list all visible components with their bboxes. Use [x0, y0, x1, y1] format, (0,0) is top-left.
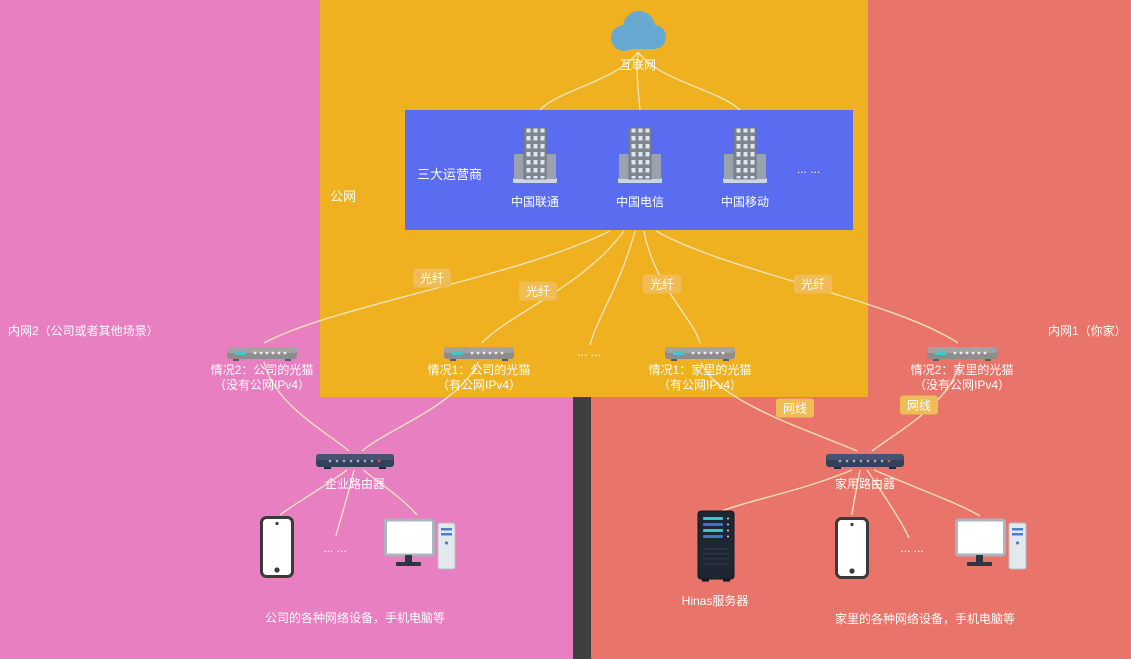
- fiber-badge: 光纤: [642, 274, 682, 294]
- fiber-badge: 光纤: [412, 268, 452, 288]
- carrier-unicom: 中国联通: [487, 126, 583, 210]
- phone-icon: [260, 516, 294, 583]
- modem-label: 情况1：公司的光猫 （有公网IPv4）: [427, 363, 531, 392]
- cable-badge: 网线: [775, 398, 815, 418]
- server-label: Hinas服务器: [681, 594, 749, 608]
- region-label-intranet2: 内网2（公司或者其他场景）: [8, 324, 159, 338]
- carrier-label: 中国联通: [510, 195, 559, 209]
- modem-label: 情况2：家里的光猫 （没有公网IPv4）: [910, 363, 1014, 392]
- modem-ellipsis: ... ...: [577, 345, 601, 359]
- modem-icon-company-1: [444, 344, 514, 367]
- modem-icon-company-2: [227, 344, 297, 367]
- building-icon: [618, 127, 662, 183]
- desktop-icon: [384, 515, 458, 582]
- fiber-badge: 光纤: [793, 274, 833, 294]
- modem-label: 情况1：家里的光猫 （有公网IPv4）: [648, 363, 752, 392]
- region-label-intranet1: 内网1（你家）: [1048, 324, 1127, 338]
- public-label: 公网: [330, 189, 357, 204]
- carrier-label: 中国电信: [615, 195, 664, 209]
- enterprise-router-icon: [316, 450, 394, 475]
- enterprise-router-label: 企业路由器: [324, 477, 386, 491]
- modem-icon-home-1: [665, 344, 735, 367]
- modem-icon-home-2: [927, 344, 997, 367]
- building-icon: [723, 127, 767, 183]
- carrier-mobile: 中国移动: [697, 126, 793, 210]
- modem-label: 情况2：公司的光猫 （没有公网IPv4）: [210, 363, 314, 392]
- fiber-badge: 光纤: [518, 281, 558, 301]
- device-ellipsis: ... ...: [323, 541, 347, 555]
- internet-label: 互联网: [619, 58, 657, 72]
- desktop-icon: [955, 515, 1029, 582]
- company-devices-note: 公司的各种网络设备，手机电脑等: [264, 611, 446, 625]
- home-router-icon: [826, 450, 904, 475]
- cable-badge: 网线: [899, 395, 939, 415]
- carrier-telecom: 中国电信: [592, 126, 688, 210]
- internet-cloud-icon: [602, 8, 674, 59]
- server-icon: [695, 510, 737, 587]
- carrier-label: 中国移动: [720, 195, 769, 209]
- device-ellipsis: ... ...: [900, 541, 924, 555]
- carriers-box: 三大运营商 中国联通 中国电信: [405, 110, 853, 230]
- home-devices-note: 家里的各种网络设备，手机电脑等: [834, 612, 1016, 626]
- building-icon: [513, 127, 557, 183]
- home-router-label: 家用路由器: [834, 477, 896, 491]
- carriers-more-ellipsis: ... ...: [797, 162, 821, 176]
- carriers-title: 三大运营商: [417, 167, 483, 182]
- phone-icon: [835, 517, 869, 584]
